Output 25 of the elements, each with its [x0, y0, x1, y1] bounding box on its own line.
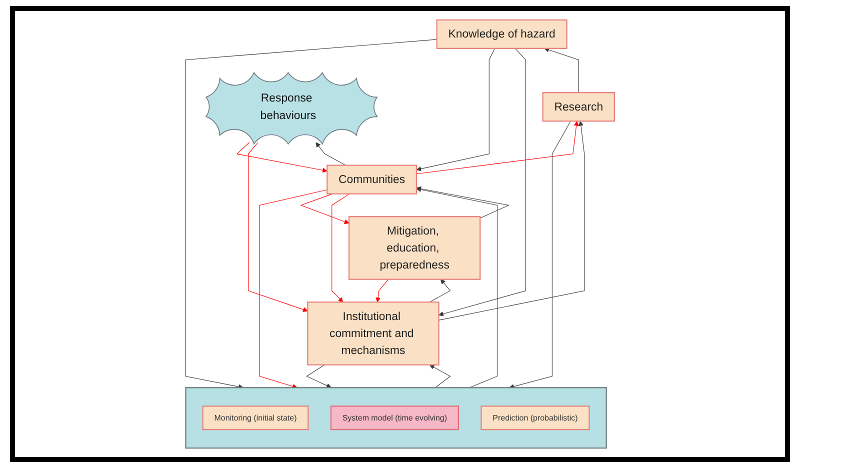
node-box: Research: [542, 92, 616, 122]
arrow: [306, 364, 332, 388]
arrow: [416, 187, 498, 388]
arrow: [185, 39, 438, 390]
arrow: [248, 142, 308, 312]
arrow: [416, 48, 496, 172]
node-box: Mitigation, education, preparedness: [348, 216, 481, 280]
arrow: [332, 194, 350, 302]
node-box: Knowledge of hazard: [436, 19, 568, 49]
arrow: [438, 120, 585, 320]
arrow: [236, 142, 328, 173]
cluster: [185, 387, 607, 449]
node-box: Communities: [326, 164, 418, 194]
arrow: [376, 279, 389, 302]
arrow: [416, 186, 510, 218]
arrow: [429, 279, 451, 302]
arrow: [544, 47, 579, 93]
arrow: [429, 364, 451, 388]
arrow: [316, 142, 346, 166]
arrow: [300, 194, 350, 224]
arrow: [438, 48, 526, 316]
node-box: Institutional commitment and mechanisms: [307, 302, 440, 366]
arrow: [259, 190, 328, 389]
arrow: [416, 120, 579, 174]
arrow: [509, 120, 571, 389]
